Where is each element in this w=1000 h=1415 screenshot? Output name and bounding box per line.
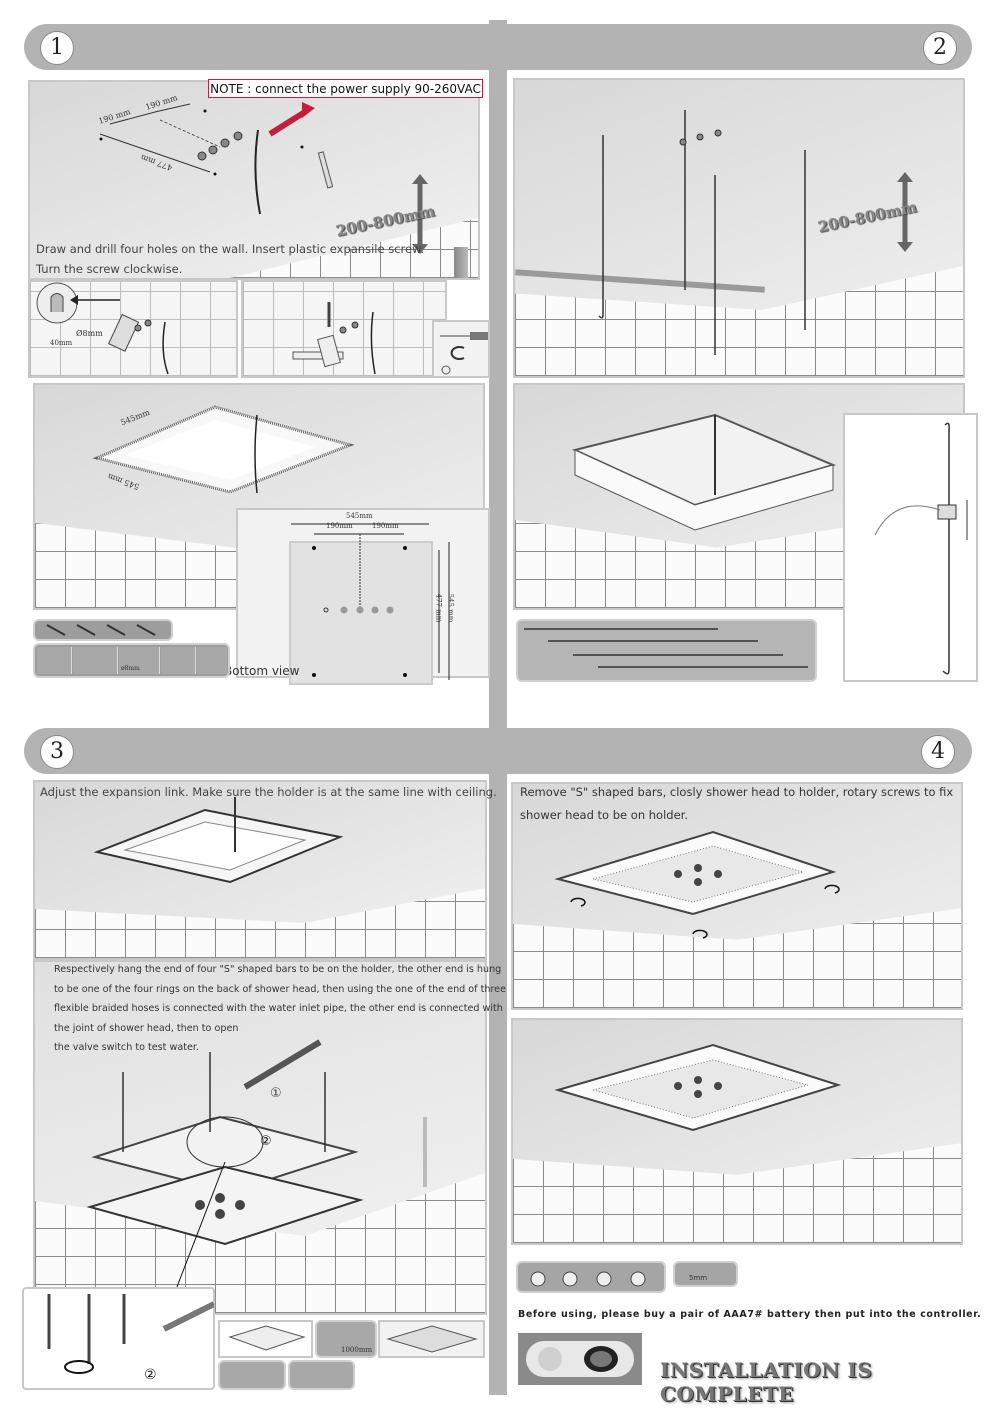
shower-head-on-holder <box>554 830 840 939</box>
step1-drilling-scene: 190 mm 190 mm 477 mm 200-800mm <box>28 80 480 280</box>
bottom-view-left-spacing: 190mm <box>326 522 353 530</box>
screwdriver-icon <box>197 647 227 674</box>
hose-length: 1000mm <box>341 1346 373 1354</box>
ceiling-hole-diagram <box>99 102 428 254</box>
installed-shower-head <box>554 1043 842 1132</box>
pencil-icon <box>37 647 72 674</box>
bottom-view-width: 545mm <box>346 512 373 520</box>
parts-wrench <box>218 1360 286 1390</box>
step1-anchor-subpanel <box>241 280 447 378</box>
frame-icon <box>228 1325 306 1351</box>
drill-detail-icon <box>36 282 169 375</box>
holder-adjust-detail <box>843 413 978 682</box>
hose-connection-inset: ② <box>22 1287 215 1390</box>
step1-instruction-line2: Turn the screw clockwise. <box>36 262 183 276</box>
step-number-4: 4 <box>921 735 955 769</box>
step3-adjust-scene <box>33 780 487 960</box>
cutout-diagram <box>92 405 355 494</box>
step-number-1: 1 <box>40 31 74 65</box>
dim-drill-depth: 40mm <box>50 339 73 347</box>
tools-strip: ø8mm <box>33 643 230 678</box>
step3-instruction-line: the joint of shower head, then to open <box>54 1023 239 1034</box>
step4-fix-scene <box>511 782 963 1010</box>
hex-key-strip: 5mm <box>673 1261 738 1287</box>
s-bar-hangers <box>598 110 913 355</box>
hammer-anchor-icon <box>292 302 376 375</box>
expansion-screw-icons <box>46 624 156 636</box>
step1-instruction-line1: Draw and drill four holes on the wall. I… <box>36 242 425 256</box>
fixing-screw-icons <box>530 1271 646 1287</box>
s-bar-icons <box>524 628 808 668</box>
step3-instruction-line: to be one of the four rings on the back … <box>54 984 506 995</box>
hammer-icon <box>161 647 196 674</box>
step3-instruction-line: the valve switch to test water. <box>54 1042 199 1053</box>
step1-screw-subpanel <box>432 320 490 378</box>
column-divider <box>489 20 507 1395</box>
step4-instruction-line1: Remove "S" shaped bars, closly shower he… <box>520 785 954 799</box>
tape-measure-icon <box>73 647 118 674</box>
parts-bars <box>288 1360 355 1390</box>
drill-icon: ø8mm <box>119 647 160 674</box>
drill-bit-size: ø8mm <box>121 665 140 672</box>
step-number-2: 2 <box>923 31 957 65</box>
fixing-screws-strip <box>516 1261 666 1293</box>
remote-controller-image <box>518 1333 642 1385</box>
parts-frame <box>218 1320 313 1358</box>
step3-instruction-line: flexible braided hoses is connected with… <box>54 1003 503 1014</box>
inset-marker: ② <box>144 1367 157 1383</box>
leveled-holder-diagram <box>93 797 344 884</box>
bottom-view-label: Bottom view <box>224 664 300 678</box>
step3-instruction-top: Adjust the expansion link. Make sure the… <box>40 785 497 799</box>
step1-drill-subpanel: Ø8mm 40mm <box>28 280 238 378</box>
mounting-frame-diagram <box>571 413 836 531</box>
battery-note: Before using, please buy a pair of AAA7#… <box>518 1309 982 1320</box>
step3-marker-1: ① <box>270 1086 282 1101</box>
expansion-screws-strip <box>33 619 173 641</box>
step3-instruction-line: Respectively hang the end of four "S" sh… <box>54 964 502 975</box>
step-number-3: 3 <box>40 735 74 769</box>
step3-marker-2: ② <box>260 1134 272 1149</box>
bottom-view-inner-height: 477 mm <box>434 593 443 623</box>
dim-drill-diameter: Ø8mm <box>76 329 103 338</box>
bottom-view-right-spacing: 190mm <box>372 522 399 530</box>
parts-hoses: 1000mm <box>315 1320 377 1358</box>
shower-head-hanging-diagram <box>86 1039 427 1293</box>
bottom-view-diagram: 545mm 190mm 190mm 477 mm 545 mm <box>236 508 490 685</box>
screwdriver-rotate-icon <box>440 332 488 375</box>
s-bars-strip <box>516 619 817 682</box>
power-supply-note: NOTE : connect the power supply 90-260VA… <box>208 79 483 98</box>
bottom-view-outer-height: 545 mm <box>446 593 455 623</box>
step4-finished-scene <box>511 1018 963 1245</box>
installation-complete-heading: INSTALLATION IS COMPLETE <box>660 1358 873 1406</box>
hex-key-size: 5mm <box>689 1274 708 1282</box>
hand-adjusting-holder-icon <box>874 422 968 675</box>
step2-holder-scene: 200-800mm <box>513 78 965 378</box>
hose-wrench-icon <box>47 1294 214 1374</box>
shower-head-icon <box>386 1325 478 1353</box>
parts-shower-head <box>378 1320 485 1358</box>
step4-instruction-line2: shower head to be on holder. <box>520 808 688 822</box>
